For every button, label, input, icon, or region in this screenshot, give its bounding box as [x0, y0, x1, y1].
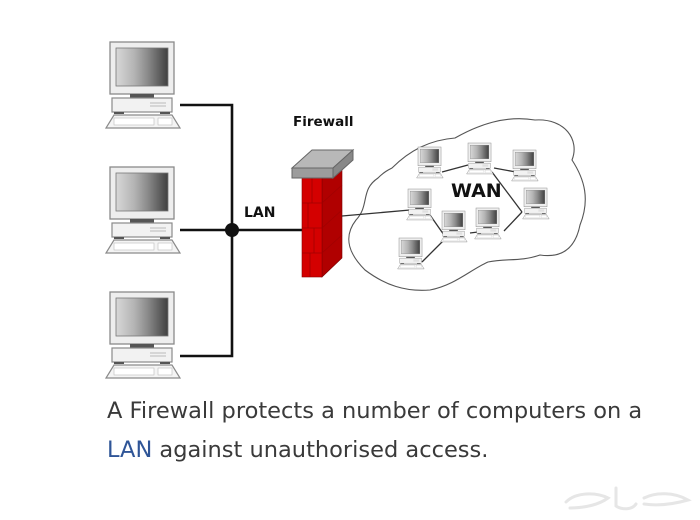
caption-text-after: against unauthorised access.	[152, 436, 489, 463]
lan-label: LAN	[244, 205, 275, 221]
firewall-icon	[290, 148, 355, 278]
lan-computer-2	[105, 166, 181, 254]
wan-computers	[397, 142, 550, 270]
lan-link[interactable]: LAN	[107, 436, 153, 463]
lan-junction	[225, 223, 239, 237]
lan-computer-3	[105, 291, 181, 379]
site-logo-watermark-icon	[564, 486, 692, 511]
caption-text-before: A Firewall protects a number of computer…	[107, 398, 643, 424]
wan-computer	[440, 210, 468, 243]
caption: A Firewall protects a number of computer…	[107, 392, 647, 469]
network-diagram: LAN Firewall	[105, 41, 586, 379]
wan-computer	[511, 149, 539, 182]
firewall-wan-link	[341, 209, 411, 217]
wan-label: WAN	[451, 180, 502, 202]
wan-computer	[522, 187, 550, 220]
wan-computer	[466, 142, 494, 175]
firewall-label: Firewall	[293, 114, 354, 130]
lan-computer-1	[105, 41, 181, 129]
wan-computer	[397, 237, 425, 270]
wan-computer	[406, 188, 434, 221]
wan-computer	[474, 207, 502, 240]
wan-cloud	[348, 118, 586, 291]
wan-computer	[416, 146, 444, 179]
lan-wiring	[180, 103, 302, 358]
